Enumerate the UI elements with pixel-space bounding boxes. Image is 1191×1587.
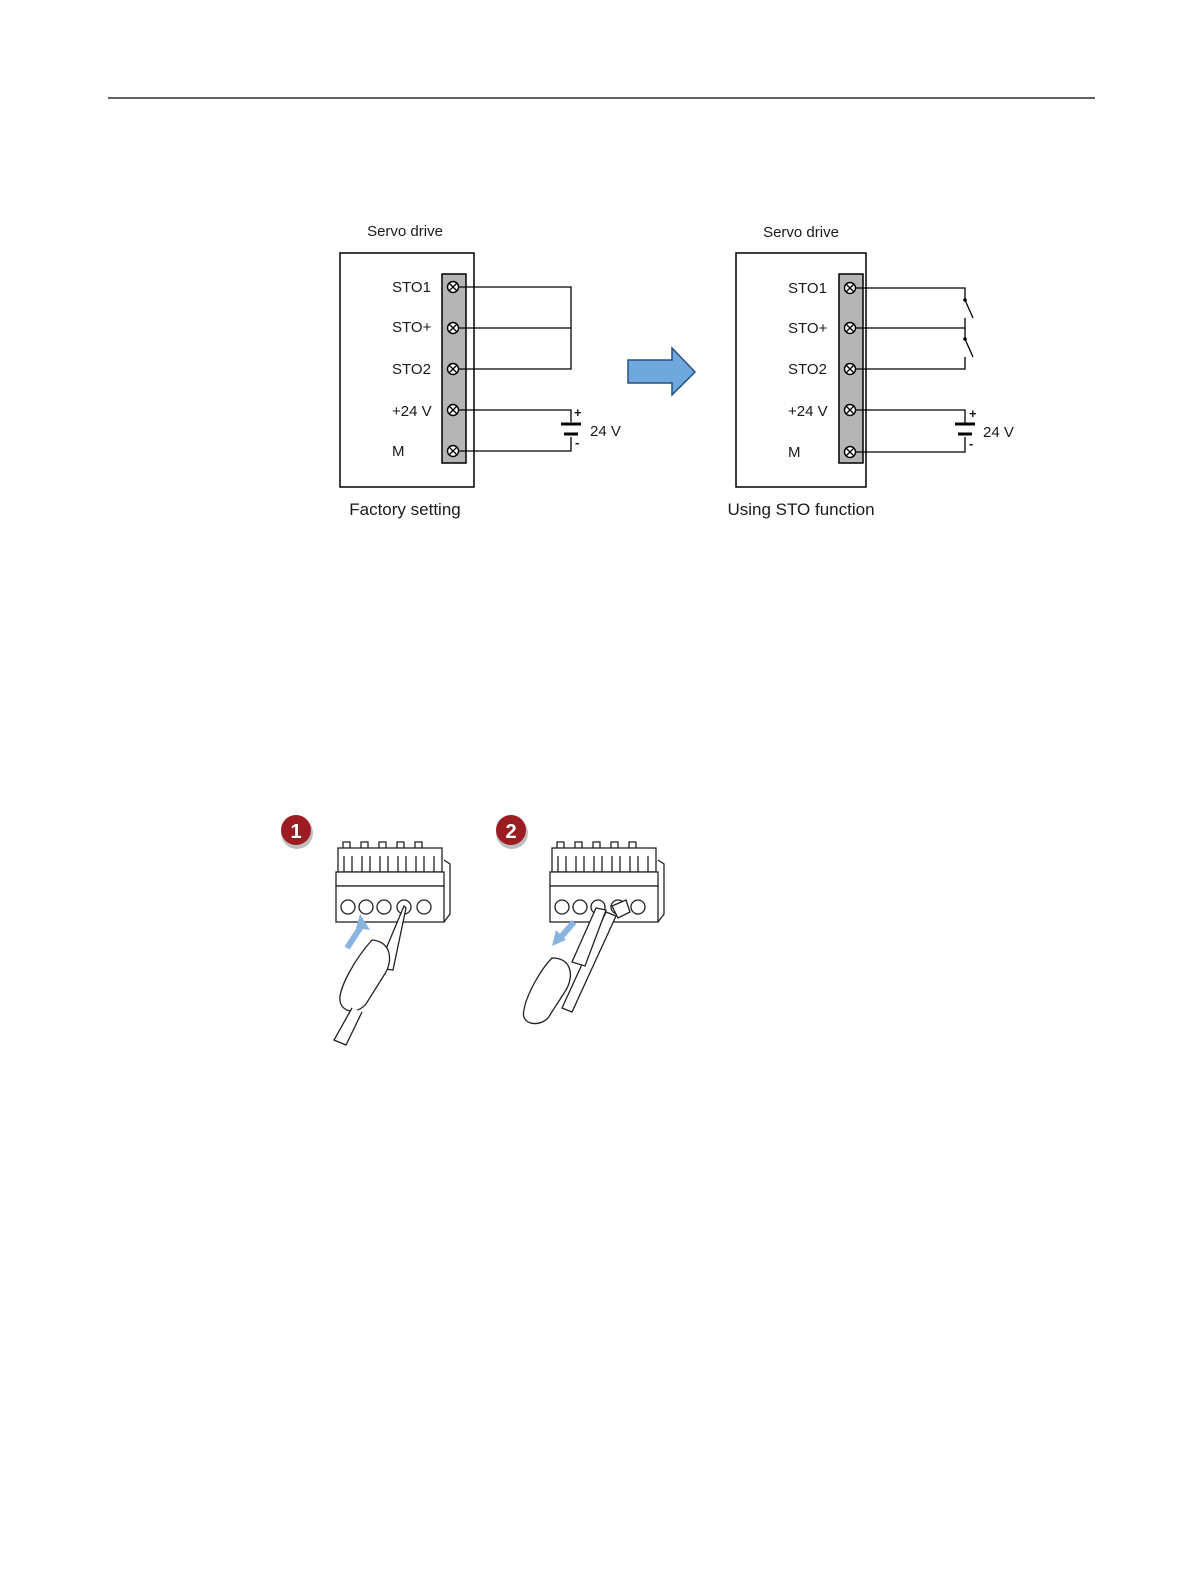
terminal-label-sto-plus: STO+ — [392, 319, 432, 336]
terminal-connector-icon — [550, 842, 664, 922]
transition-arrow-icon — [628, 348, 695, 395]
supply-wires — [856, 410, 965, 452]
supply-voltage-label: 24 V — [983, 424, 1014, 441]
diagram-caption: Using STO function — [727, 500, 874, 519]
supply-voltage-label: 24 V — [590, 423, 621, 440]
diagram-caption: Factory setting — [349, 500, 461, 519]
terminal-screw-icon — [845, 323, 856, 334]
terminal-connector-icon — [336, 842, 450, 922]
terminal-screw-icon — [845, 364, 856, 375]
step-1-illustration: 1 — [281, 815, 450, 1045]
terminal-label-sto2: STO2 — [392, 361, 431, 378]
battery-plus-sign: + — [969, 406, 977, 421]
battery-icon — [955, 424, 975, 434]
battery-minus-sign: - — [575, 435, 579, 450]
terminal-screw-icon — [845, 405, 856, 416]
terminal-screw-icon — [448, 405, 459, 416]
jumper-wires — [459, 287, 571, 369]
terminal-label-m: M — [392, 443, 405, 460]
terminal-label-sto1: STO1 — [788, 280, 827, 297]
step-badge: 2 — [496, 815, 528, 849]
terminal-screw-icon — [448, 446, 459, 457]
terminal-label-24v: +24 V — [788, 403, 828, 420]
sto-function-diagram: Servo drive STO1 STO+ STO2 +24 V M — [727, 224, 1013, 519]
safety-switch-icon — [856, 288, 973, 369]
battery-icon — [561, 424, 581, 434]
terminal-screw-icon — [448, 323, 459, 334]
step-number: 2 — [505, 821, 516, 843]
terminal-label-m: M — [788, 444, 801, 461]
screwdriver-icon — [334, 906, 406, 1045]
terminal-screw-icon — [448, 282, 459, 293]
step-number: 1 — [290, 821, 301, 843]
terminal-label-sto-plus: STO+ — [788, 320, 828, 337]
battery-minus-sign: - — [969, 436, 973, 451]
terminal-screw-icon — [845, 447, 856, 458]
step-2-illustration: 2 — [496, 815, 664, 1024]
servo-drive-title: Servo drive — [367, 223, 443, 240]
terminal-label-sto1: STO1 — [392, 279, 431, 296]
pull-out-arrow-icon — [552, 922, 574, 946]
supply-wires — [459, 410, 571, 451]
terminal-screw-icon — [448, 364, 459, 375]
battery-plus-sign: + — [574, 405, 582, 420]
step-badge: 1 — [281, 815, 313, 849]
terminal-label-24v: +24 V — [392, 403, 432, 420]
servo-drive-title: Servo drive — [763, 224, 839, 241]
factory-setting-diagram: Servo drive STO1 STO+ STO2 +24 V M + - 2… — [340, 223, 621, 519]
terminal-screw-icon — [845, 283, 856, 294]
terminal-label-sto2: STO2 — [788, 361, 827, 378]
